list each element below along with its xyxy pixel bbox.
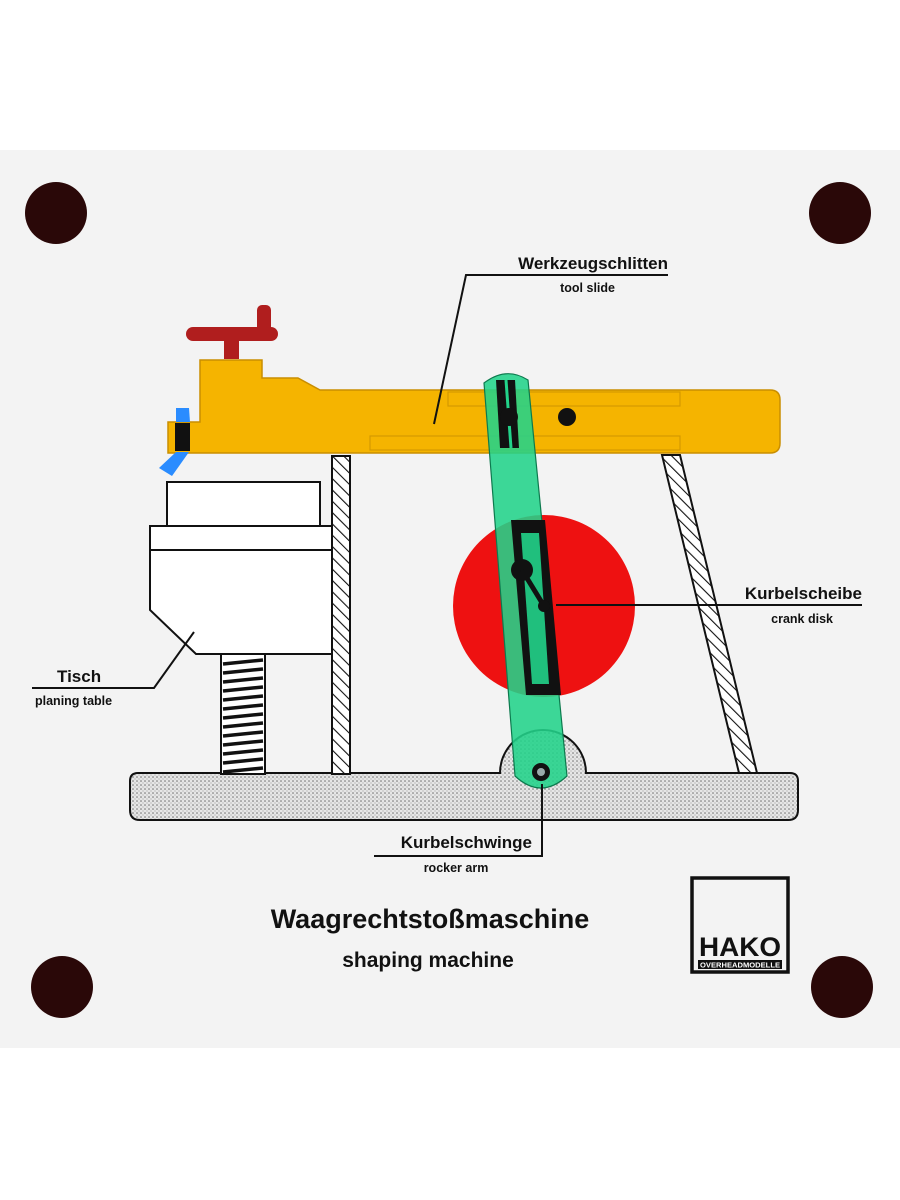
- diagram-title-de: Waagrechtstoßmaschine: [271, 904, 590, 934]
- mount-hole-bottom-right: [811, 956, 873, 1018]
- cutting-tool-icon: [176, 408, 190, 422]
- leader-tool-slide: [433, 274, 668, 425]
- shaping-machine-diagram: Werkzeugschlitten tool slide Kurbelschei…: [25, 182, 873, 1018]
- label-rocker-arm-de: Kurbelschwinge: [401, 833, 532, 852]
- mount-hole-bottom-left: [31, 956, 93, 1018]
- label-crank-disk-de: Kurbelscheibe: [745, 584, 862, 603]
- tool-holder: [175, 423, 190, 451]
- mount-hole-top-right: [809, 182, 871, 244]
- table-top-band: [149, 525, 333, 551]
- label-table-de: Tisch: [57, 667, 101, 686]
- label-table-en: planing table: [35, 694, 112, 708]
- screw-thread: [222, 766, 264, 774]
- screw-thread: [222, 721, 264, 729]
- hako-logo: HAKO OVERHEADMODELLE: [690, 876, 790, 974]
- slide-bolt-right: [558, 408, 576, 426]
- right-leg: [660, 454, 759, 774]
- screw-thread: [222, 739, 264, 747]
- screw-thread: [222, 757, 264, 765]
- leader-rocker-arm: [374, 784, 543, 857]
- leader-table: [32, 631, 195, 689]
- logo-brand: HAKO: [699, 932, 781, 962]
- screw-thread: [222, 658, 264, 666]
- screw-thread: [222, 694, 264, 702]
- planing-table: [149, 549, 333, 655]
- slide-rail-upper: [447, 391, 681, 407]
- label-tool-slide-de: Werkzeugschlitten: [518, 254, 668, 273]
- model-board: Werkzeugschlitten tool slide Kurbelschei…: [0, 150, 900, 1048]
- logo-subtitle: OVERHEADMODELLE: [700, 961, 780, 970]
- table-screw: [220, 653, 266, 775]
- mount-hole-top-left: [25, 182, 87, 244]
- screw-thread: [222, 712, 264, 720]
- screw-thread: [222, 685, 264, 693]
- screw-thread: [222, 730, 264, 738]
- slide-bolt-left: [500, 408, 518, 426]
- label-tool-slide-en: tool slide: [560, 281, 615, 295]
- label-rocker-arm-en: rocker arm: [424, 861, 489, 875]
- screw-thread: [222, 748, 264, 756]
- screw-thread: [222, 703, 264, 711]
- screw-thread: [222, 667, 264, 675]
- label-crank-disk-en: crank disk: [771, 612, 833, 626]
- screw-thread: [222, 676, 264, 684]
- workpiece-block: [166, 481, 321, 527]
- clamp-handle-icon: [186, 305, 278, 359]
- left-column: [331, 455, 351, 775]
- cutting-tool-tip: [159, 452, 189, 476]
- crank-disk-center: [538, 600, 550, 612]
- diagram-title-en: shaping machine: [342, 949, 514, 972]
